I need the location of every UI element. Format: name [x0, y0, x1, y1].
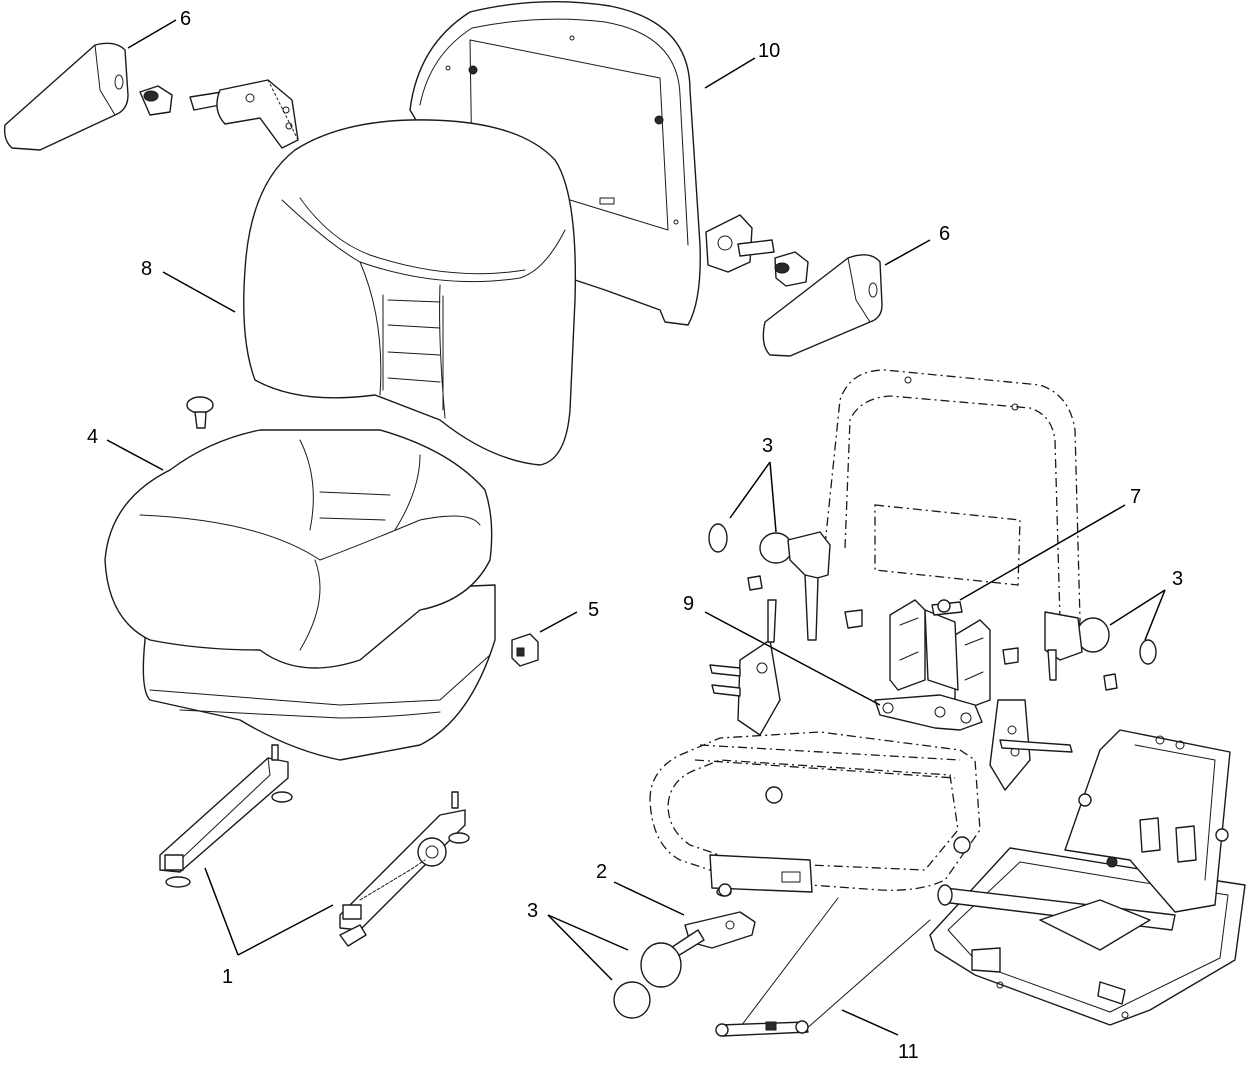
slide-rail-left [159, 744, 293, 888]
callout-6-left: 6 [180, 8, 191, 30]
callout-4: 4 [87, 426, 98, 448]
adjuster-knob [613, 929, 705, 1019]
callout-labels: 6 10 8 6 4 3 7 3 5 9 2 3 1 11 [87, 8, 1183, 1063]
release-cable [715, 897, 931, 1037]
slide-rail-right [339, 791, 470, 947]
callout-1: 1 [222, 966, 233, 988]
leader-4 [106, 439, 164, 471]
callout-9: 9 [683, 593, 694, 615]
callout-3-top: 3 [762, 435, 773, 457]
leader-3-bottom-b [547, 914, 613, 981]
suspension-base [929, 729, 1246, 1026]
leader-3-bottom-a [547, 914, 629, 951]
spring-bracket [874, 694, 983, 731]
callout-11: 11 [898, 1041, 919, 1063]
callout-7: 7 [1130, 486, 1141, 508]
leader-lines [106, 19, 1166, 1036]
leader-10 [704, 57, 756, 89]
callout-5: 5 [588, 599, 599, 621]
backrest-cushion [243, 119, 577, 466]
leader-6-right [884, 239, 931, 266]
knob-right-assembly [1002, 611, 1157, 691]
leader-8 [162, 271, 236, 313]
callout-2: 2 [596, 861, 607, 883]
leader-3-top-b [769, 461, 777, 533]
callout-10: 10 [758, 40, 780, 62]
suspension-springs [889, 599, 991, 711]
leader-7 [959, 504, 1126, 601]
leader-3-right-b [1144, 589, 1166, 641]
callout-3-right: 3 [1172, 568, 1183, 590]
seat-switch [511, 633, 539, 667]
fastener-pin [186, 396, 214, 429]
leader-11 [841, 1009, 899, 1036]
armrest-pivot-right [705, 214, 809, 287]
callout-3-bottom: 3 [527, 900, 538, 922]
leader-5 [539, 611, 578, 633]
armrest-left [3, 42, 129, 151]
leader-9 [704, 611, 881, 706]
armrest-pivot-left [139, 79, 299, 149]
knob-left-assembly [708, 523, 863, 641]
leader-6-left [127, 19, 177, 49]
leader-3-top-a [729, 461, 771, 519]
leader-3-right-a [1109, 589, 1166, 626]
seat-frame-lower [649, 599, 1073, 897]
callout-8: 8 [141, 258, 152, 280]
leader-1-b [237, 904, 334, 956]
leader-1-a [204, 867, 239, 956]
leader-2 [613, 881, 685, 916]
armrest-right [762, 254, 883, 357]
callout-6-right: 6 [939, 223, 950, 245]
seat-cushion [104, 429, 496, 761]
